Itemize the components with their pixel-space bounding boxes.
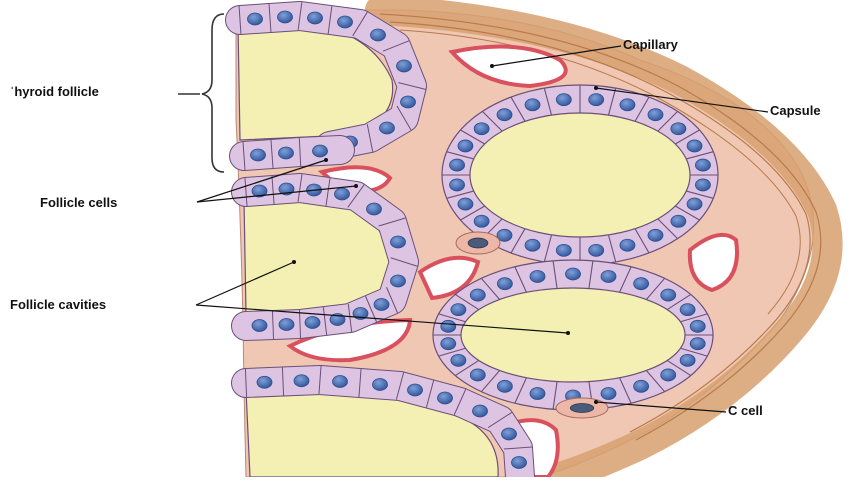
label-follicle-cells: Follicle cells — [40, 195, 117, 210]
c-cell-nucleus — [468, 238, 488, 248]
cell-nucleus — [305, 317, 320, 329]
label-c-cell: C cell — [728, 403, 763, 418]
cell-nucleus — [279, 319, 294, 331]
cell-nucleus — [671, 123, 686, 135]
cell-nucleus — [687, 198, 702, 210]
cell-nucleus — [589, 94, 604, 106]
cell-nucleus — [680, 354, 695, 366]
cell-nucleus — [473, 405, 488, 417]
cell-nucleus — [601, 388, 616, 400]
cell-nucleus — [441, 320, 456, 332]
cell-nucleus — [373, 379, 388, 391]
cell-nucleus — [661, 369, 676, 381]
cell-nucleus — [690, 320, 705, 332]
cell-nucleus — [671, 215, 686, 227]
cell-nucleus — [634, 380, 649, 392]
cell-nucleus — [371, 29, 386, 41]
follicle-cavity — [461, 288, 685, 382]
cell-nucleus — [497, 109, 512, 121]
cell-nucleus — [470, 369, 485, 381]
cell-nucleus — [380, 122, 395, 134]
cell-nucleus — [451, 354, 466, 366]
cell-nucleus — [401, 96, 416, 108]
cell-nucleus — [308, 12, 323, 24]
cell-nucleus — [601, 270, 616, 282]
cell-nucleus — [680, 304, 695, 316]
cell-nucleus — [497, 380, 512, 392]
cell-nucleus — [441, 338, 456, 350]
cell-nucleus — [620, 99, 635, 111]
cell-nucleus — [695, 179, 710, 191]
leader-dot — [324, 158, 328, 162]
cell-nucleus — [690, 338, 705, 350]
cell-nucleus — [695, 159, 710, 171]
cell-nucleus — [530, 270, 545, 282]
cell-nucleus — [589, 244, 604, 256]
cell-nucleus — [391, 275, 406, 287]
cell-nucleus — [648, 229, 663, 241]
label-capillary: Capillary — [623, 37, 678, 52]
cell-nucleus — [525, 99, 540, 111]
cell-nucleus — [374, 299, 389, 311]
leader-dot — [490, 64, 494, 68]
cell-nucleus — [294, 375, 309, 387]
cell-nucleus — [470, 289, 485, 301]
cell-nucleus — [333, 376, 348, 388]
leader-dot — [566, 331, 570, 335]
cell-nucleus — [278, 11, 293, 23]
leader-dot — [354, 184, 358, 188]
cell-nucleus — [450, 159, 465, 171]
bracket-brace — [202, 14, 224, 172]
cell-nucleus — [257, 376, 272, 388]
follicle-cavity — [470, 113, 690, 237]
c-cell-nucleus — [570, 404, 593, 413]
cell-nucleus — [391, 236, 406, 248]
follicle — [433, 260, 713, 410]
cell-nucleus — [648, 109, 663, 121]
label-capsule: Capsule — [770, 103, 821, 118]
cell-nucleus — [248, 13, 263, 25]
cell-nucleus — [458, 140, 473, 152]
cell-nucleus — [450, 179, 465, 191]
cell-nucleus — [474, 215, 489, 227]
cell-nucleus — [251, 149, 266, 161]
label-thyroid-follicle: ˈhyroid follicle — [10, 84, 99, 99]
cell-nucleus — [530, 388, 545, 400]
cell-nucleus — [458, 198, 473, 210]
leader-dot — [594, 400, 598, 404]
cell-nucleus — [313, 145, 328, 157]
cell-nucleus — [397, 60, 412, 72]
cell-nucleus — [367, 203, 382, 215]
cell-nucleus — [620, 239, 635, 251]
cell-nucleus — [556, 244, 571, 256]
leader-dot — [594, 86, 598, 90]
follicle-cell-row — [243, 138, 340, 170]
cell-nucleus — [556, 94, 571, 106]
cell-nucleus — [512, 457, 527, 469]
label-follicle-cavities: Follicle cavities — [10, 297, 106, 312]
cell-nucleus — [497, 278, 512, 290]
cell-nucleus — [474, 123, 489, 135]
cell-nucleus — [408, 384, 423, 396]
cell-nucleus — [335, 188, 350, 200]
leader-dot — [292, 260, 296, 264]
cell-nucleus — [438, 392, 453, 404]
cell-nucleus — [338, 16, 353, 28]
cell-nucleus — [279, 147, 294, 159]
cell-nucleus — [634, 278, 649, 290]
cell-nucleus — [252, 320, 267, 332]
cell-nucleus — [525, 239, 540, 251]
cell-nucleus — [502, 428, 517, 440]
cell-nucleus — [687, 140, 702, 152]
cell-nucleus — [451, 304, 466, 316]
cell-nucleus — [566, 268, 581, 280]
cell-nucleus — [661, 289, 676, 301]
